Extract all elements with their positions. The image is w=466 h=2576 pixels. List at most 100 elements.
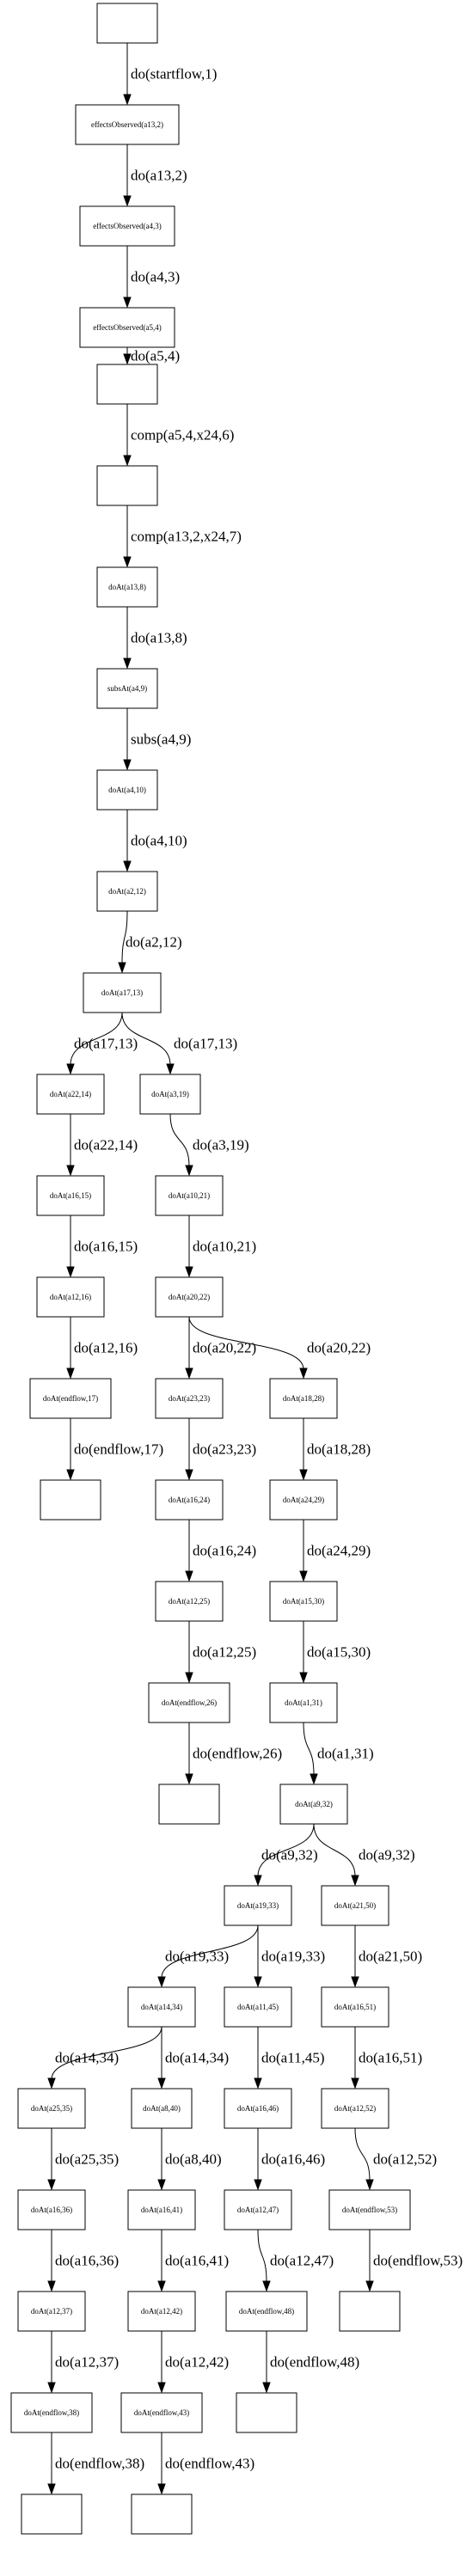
state-node: doAt(endflow,17) — [29, 1378, 112, 1419]
node-box — [17, 2088, 86, 2129]
node-box — [17, 2291, 86, 2332]
state-node: doAt(a1,31) — [269, 1682, 338, 1723]
state-node: doAt(a16,15) — [36, 1175, 105, 1216]
edge-label: do(a22,14) — [74, 1137, 138, 1153]
node-label: doAt(a12,37) — [31, 2307, 72, 2316]
arrow-head — [299, 1672, 308, 1684]
arrow-head — [299, 1368, 308, 1380]
edge-label: do(a13,2) — [131, 168, 187, 184]
node-label: doAt(a2,12) — [108, 887, 146, 896]
state-node: doAt(a10,21) — [155, 1175, 224, 1216]
node-box — [224, 2088, 292, 2129]
edge: comp(a13,2,x24,7) — [123, 505, 242, 568]
edge: do(endflow,17) — [66, 1418, 163, 1481]
arrow-head — [351, 1875, 359, 1887]
state-node — [21, 2493, 83, 2535]
edge-label: do(endflow,17) — [74, 1441, 163, 1458]
node-box — [131, 2493, 193, 2535]
edge-label: do(a12,25) — [193, 1644, 256, 1661]
arrow-head — [123, 455, 132, 467]
state-node: doAt(a11,45) — [224, 1986, 292, 2028]
node-label: doAt(a12,16) — [50, 1293, 91, 1301]
edge-label: do(a9,32) — [261, 1847, 318, 1863]
edge-label: do(a11,45) — [261, 2050, 325, 2066]
edge-label: do(a9,32) — [359, 1847, 415, 1863]
state-node: doAt(a25,35) — [17, 2088, 86, 2129]
node-box — [148, 1682, 230, 1723]
state-node — [96, 3, 158, 44]
edge: do(a13,2) — [123, 144, 187, 207]
arrow-head — [66, 1368, 75, 1380]
node-label: doAt(endflow,48) — [239, 2307, 294, 2316]
edge: do(endflow,48) — [262, 2331, 359, 2394]
edge: do(a12,42) — [157, 2331, 229, 2394]
node-box — [321, 1885, 389, 1926]
state-node: doAt(endflow,38) — [10, 2392, 93, 2433]
edge-label: do(a18,28) — [307, 1441, 371, 1458]
state-node: doAt(a13,8) — [96, 566, 158, 608]
arrow-head — [66, 1063, 75, 1075]
arrow-head — [254, 1976, 262, 1988]
edge-label: do(endflow,26) — [193, 1746, 282, 1762]
edge-label: do(a13,8) — [131, 630, 187, 646]
node-label: doAt(a16,15) — [50, 1191, 91, 1200]
edge-label: do(a14,34) — [165, 2050, 229, 2066]
edge-label: do(a17,13) — [174, 1036, 237, 1052]
arrow-head — [299, 1570, 308, 1582]
node-box — [269, 1479, 338, 1521]
node-label: doAt(a17,13) — [101, 988, 143, 997]
node-label: effectsObserved(a4,3) — [93, 222, 162, 230]
arrow-head — [47, 2280, 56, 2292]
edge: do(endflow,38) — [47, 2432, 144, 2495]
node-box — [40, 1479, 101, 1521]
state-node: doAt(a12,37) — [17, 2291, 86, 2332]
edge-label: do(a19,33) — [261, 1949, 325, 1965]
node-label: doAt(a25,35) — [31, 2104, 72, 2113]
state-node: doAt(a14,34) — [127, 1986, 196, 2028]
node-box — [224, 1986, 292, 2028]
edge: do(a9,32) — [313, 1823, 415, 1887]
edge-line — [313, 1823, 356, 1877]
node-label: doAt(a12,42) — [141, 2307, 182, 2316]
node-label: effectsObserved(a5,4) — [93, 323, 162, 332]
edge: comp(a5,4,x24,6) — [123, 404, 234, 467]
arrow-head — [262, 2382, 271, 2394]
node-box — [127, 2189, 196, 2230]
state-node: doAt(a22,14) — [36, 1074, 105, 1115]
arrow-head — [123, 353, 132, 365]
state-node — [236, 2392, 297, 2433]
arrow-head — [351, 1976, 359, 1988]
arrow-head — [365, 2179, 374, 2191]
node-label: doAt(a8,40) — [143, 2104, 181, 2113]
state-node: doAt(a12,52) — [321, 2088, 389, 2129]
edge: do(a16,15) — [66, 1215, 138, 1278]
state-node: doAt(endflow,43) — [120, 2392, 203, 2433]
state-node — [96, 465, 158, 506]
edge: do(a25,35) — [47, 2128, 119, 2191]
edge-label: do(endflow,53) — [373, 2253, 463, 2269]
state-node: doAt(a16,24) — [155, 1479, 224, 1521]
edge-label: do(a16,36) — [55, 2253, 119, 2269]
arrow-head — [185, 1165, 193, 1177]
edge-label: do(a23,23) — [193, 1441, 256, 1458]
arrow-head — [123, 860, 132, 872]
state-node: subsAt(a4,9) — [96, 668, 158, 709]
node-label: doAt(a16,46) — [237, 2104, 279, 2113]
edge-label: do(a12,16) — [74, 1340, 138, 1356]
state-node — [131, 2493, 193, 2535]
edge: do(a14,34) — [47, 2026, 162, 2090]
edge: do(a12,16) — [66, 1317, 138, 1380]
state-node: doAt(a2,12) — [96, 871, 158, 912]
edge: do(endflow,26) — [185, 1722, 282, 1785]
node-box — [155, 1175, 224, 1216]
state-node — [339, 2291, 401, 2332]
node-box — [96, 871, 158, 912]
node-box — [269, 1378, 338, 1419]
arrow-head — [351, 2077, 359, 2090]
node-box — [155, 1276, 224, 1318]
edge-line — [121, 1012, 171, 1066]
node-box — [96, 566, 158, 608]
edge: do(a17,13) — [121, 1012, 237, 1075]
edge: do(a11,45) — [254, 2027, 325, 2090]
edge-label: do(a4,10) — [131, 833, 187, 849]
